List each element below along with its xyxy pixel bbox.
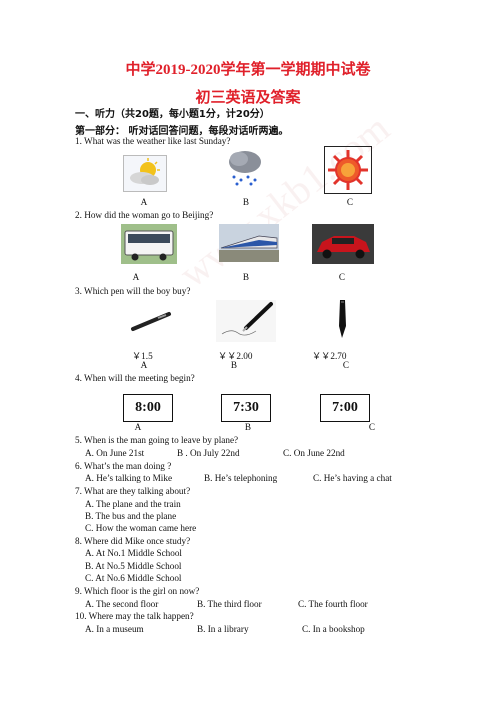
sun-icon — [324, 146, 372, 194]
q8-option-a: A. At No.1 Middle School — [85, 548, 182, 558]
q3-price-a: ￥1.5 — [132, 351, 153, 361]
question-4: 4. When will the meeting begin? — [75, 373, 195, 383]
q6-option-c: C. He’s having a chat — [313, 473, 392, 483]
question-7: 7. What are they talking about? — [75, 486, 191, 496]
q5-option-c: C. On June 22nd — [283, 448, 345, 458]
q2-label-c: C — [338, 272, 346, 282]
question-1: 1. What was the weather like last Sunday… — [75, 136, 231, 146]
q2-label-b: B — [242, 272, 250, 282]
q5-option-b: B . On July 22nd — [177, 448, 240, 458]
q2-label-a: A — [132, 272, 140, 282]
q7-option-b: B. The bus and the plane — [85, 511, 177, 521]
question-6: 6. What’s the man doing ? — [75, 461, 172, 471]
q4-label-c: C — [368, 422, 376, 432]
q3-price-b: ￥￥2.00 — [218, 351, 253, 361]
q1-label-c: C — [346, 197, 354, 207]
q6-option-b: B. He’s telephoning — [204, 473, 278, 483]
question-2: 2. How did the woman go to Beijing? — [75, 210, 214, 220]
q8-option-b: B. At No.5 Middle School — [85, 561, 182, 571]
section-heading: 一、听力（共20题，每小题1分，计20分） — [75, 109, 270, 120]
q8-option-c: C. At No.6 Middle School — [85, 573, 182, 583]
rain-cloud-icon — [224, 148, 266, 188]
q9-option-c: C. The fourth floor — [298, 599, 368, 609]
question-10: 10. Where may the talk happen? — [75, 611, 194, 621]
q9-option-a: A. The second floor — [85, 599, 159, 609]
page-title: 中学2019-2020学年第一学期期中试卷 — [125, 62, 371, 78]
q10-option-b: B. In a library — [197, 624, 249, 634]
clock-time-b: 7:30 — [221, 394, 271, 422]
q4-label-a: A — [134, 422, 142, 432]
q6-option-a: A. He’s talking to Mike — [85, 473, 173, 483]
bus-icon — [121, 224, 177, 264]
q5-option-a: A. On June 21st — [85, 448, 145, 458]
q10-option-c: C. In a bookshop — [302, 624, 365, 634]
q7-option-a: A. The plane and the train — [85, 499, 181, 509]
question-3: 3. Which pen will the boy buy? — [75, 286, 191, 296]
page-subtitle: 初三英语及答案 — [195, 90, 301, 106]
q10-option-a: A. In a museum — [85, 624, 144, 634]
q7-option-c: C. How the woman came here — [85, 523, 197, 533]
part-heading: 第一部分： 听对话回答问题，每段对话听两遍。 — [75, 126, 289, 137]
q3-label-c: C — [342, 360, 350, 370]
question-5: 5. When is the man going to leave by pla… — [75, 435, 239, 445]
question-8: 8. Where did Mike once study? — [75, 536, 191, 546]
fountain-pen-icon — [332, 298, 352, 340]
q9-option-b: B. The third floor — [197, 599, 262, 609]
q3-price-c: ￥￥2.70 — [312, 351, 347, 361]
q3-label-a: A — [140, 360, 148, 370]
train-icon — [219, 224, 279, 262]
ballpoint-pen-icon — [130, 310, 172, 332]
question-9: 9. Which floor is the girl on now? — [75, 586, 200, 596]
clock-time-a: 8:00 — [123, 394, 173, 422]
q1-label-a: A — [140, 197, 148, 207]
fountain-pen-writing-icon — [216, 300, 276, 342]
q1-label-b: B — [242, 197, 250, 207]
partly-cloudy-icon — [123, 155, 167, 192]
car-icon — [312, 224, 374, 264]
clock-time-c: 7:00 — [320, 394, 370, 422]
q4-label-b: B — [244, 422, 252, 432]
q3-label-b: B — [230, 360, 238, 370]
